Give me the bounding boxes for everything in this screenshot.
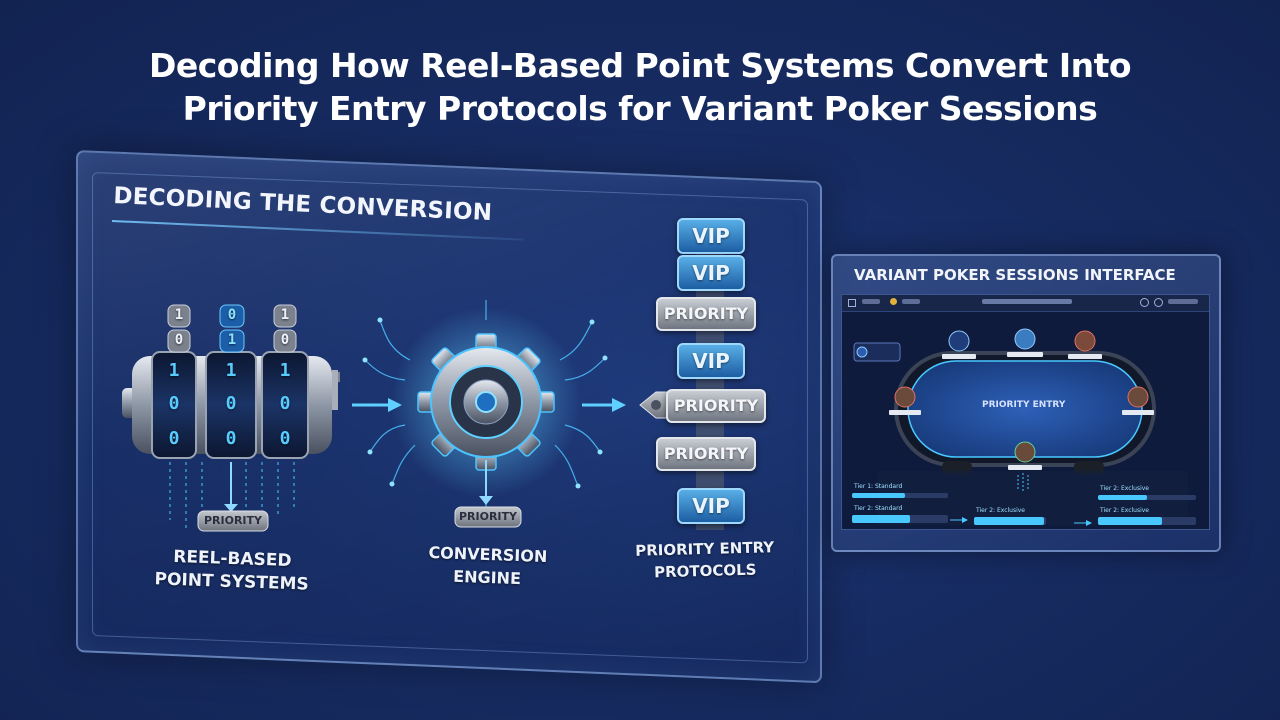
reel-digit: 0	[279, 393, 291, 414]
vip-badge: VIP	[677, 218, 745, 254]
reel-digit: 0	[168, 393, 180, 414]
settings-icon[interactable]	[1140, 298, 1149, 307]
title-line-1: Decoding How Reel-Based Point Systems Co…	[148, 46, 1132, 85]
player-seat[interactable]	[1074, 330, 1096, 352]
title-line-2: Priority Entry Protocols for Variant Pok…	[182, 89, 1098, 128]
vip-badge: VIP	[677, 343, 745, 379]
reel-digit: 1	[279, 360, 291, 381]
coin-icon	[890, 298, 897, 305]
interface-toolbar	[842, 295, 1209, 312]
conversion-gear	[362, 300, 608, 520]
flow-arrow-2	[582, 398, 626, 412]
toolbar-item[interactable]	[1168, 299, 1198, 304]
engine-output-tag: PRIORITY	[458, 510, 517, 523]
vip-badge: VIP	[677, 488, 745, 524]
reel-digit: 1	[225, 360, 237, 381]
interface-title: VARIANT POKER SESSIONS INTERFACE	[854, 266, 1176, 284]
player-seat[interactable]	[1127, 386, 1149, 408]
profile-icon[interactable]	[1154, 298, 1163, 307]
menu-icon[interactable]	[848, 299, 856, 307]
poker-table-graphic	[852, 328, 1196, 526]
reel-top-digit: 1	[227, 332, 237, 348]
page-title: Decoding How Reel-Based Point Systems Co…	[0, 44, 1280, 130]
priority-badge: PRIORITY	[656, 297, 756, 331]
tier-label: Tier 2: Exclusive	[1100, 507, 1149, 514]
reel-digit: 0	[225, 428, 237, 449]
tier-label: Tier 2: Exclusive	[1100, 485, 1149, 492]
toolbar-item[interactable]	[902, 299, 920, 304]
interface-screen: PRIORITY ENTRY Tier 1: Standard Tier 2: …	[841, 294, 1210, 530]
player-seat[interactable]	[1014, 441, 1036, 463]
engine-stage-label: CONVERSION ENGINE	[404, 540, 571, 592]
player-seat[interactable]	[894, 386, 916, 408]
tier-label: Tier 1: Standard	[854, 483, 903, 490]
reel-output-chip	[197, 510, 269, 532]
key-connector	[639, 391, 673, 419]
reel-top-digit: 0	[174, 332, 184, 348]
protocols-stage-label-line-1: PRIORITY ENTRY	[635, 538, 775, 560]
reel-top-digit: 1	[174, 307, 184, 323]
reel-digit: 0	[168, 428, 180, 449]
table-label: PRIORITY ENTRY	[982, 400, 1066, 410]
reel-stage-label: REEL-BASED POINT SYSTEMS	[131, 545, 332, 598]
tier-label: Tier 2: Standard	[854, 505, 903, 512]
reel-output-tag: PRIORITY	[203, 514, 262, 527]
player-seats	[894, 328, 1149, 463]
vip-badge: VIP	[677, 255, 745, 291]
priority-badge: PRIORITY	[656, 437, 756, 471]
reel-top-digit: 1	[280, 307, 290, 323]
reel-digit: 0	[225, 393, 237, 414]
player-seat[interactable]	[948, 330, 970, 352]
reel-top-digit: 0	[280, 332, 290, 348]
side-panel-widget[interactable]	[853, 342, 901, 362]
protocols-stage-label: PRIORITY ENTRY PROTOCOLS	[614, 536, 795, 585]
priority-badge: PRIORITY	[666, 389, 766, 423]
player-seat[interactable]	[1014, 328, 1036, 350]
toolbar-item[interactable]	[862, 299, 880, 304]
engine-output-chip	[454, 506, 522, 528]
reel-digit: 0	[279, 428, 291, 449]
reel-top-digits	[167, 304, 297, 353]
tier-label: Tier 2: Exclusive	[976, 507, 1025, 514]
reel-top-digit: 0	[227, 307, 237, 323]
reel-digit: 1	[168, 360, 180, 381]
toolbar-title-bar	[982, 299, 1072, 304]
